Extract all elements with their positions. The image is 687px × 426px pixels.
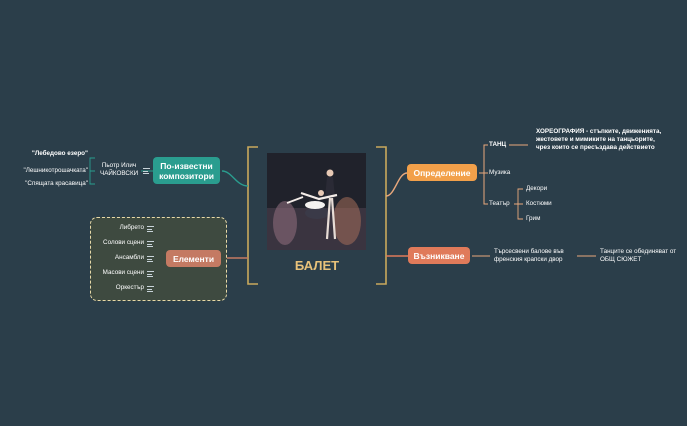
- element-item-2: Солови сцени: [103, 239, 144, 246]
- elements-node[interactable]: Елементи: [166, 250, 221, 267]
- origin-node[interactable]: Възникване: [408, 247, 470, 264]
- notes-icon: [147, 226, 154, 232]
- connector-works: [89, 157, 95, 185]
- element-item-1: Либрето: [119, 224, 144, 231]
- notes-icon: [147, 286, 154, 292]
- music-label: Музика: [489, 169, 511, 176]
- theatre-item-2: Костюми: [526, 200, 552, 207]
- element-item-3: Ансамбли: [114, 254, 144, 261]
- theatre-item-1: Декори: [526, 185, 548, 192]
- origin-step-1: Търсесвени балове във френския крапски д…: [494, 248, 564, 263]
- work-3: "Спящата красавица": [25, 180, 88, 187]
- notes-icon: [147, 271, 154, 277]
- element-item-5: Оркестър: [115, 284, 144, 291]
- work-2: "Лешникотрошачката": [23, 167, 89, 174]
- ballet-photo-illustration: [267, 153, 366, 250]
- work-1: "Лебедово езеро": [31, 150, 88, 157]
- right-bracket: [376, 146, 387, 285]
- composers-node[interactable]: По-известни композитори: [153, 157, 220, 184]
- element-item-4: Масови сцени: [102, 269, 144, 276]
- notes-icon: [147, 256, 154, 262]
- origin-step-2: Танците се обединяват от ОБЩ СЮЖЕТ: [600, 248, 677, 263]
- connector-definition-branches: [479, 144, 488, 205]
- ballet-photo: [267, 153, 366, 250]
- composer-name: Пьотр Илич ЧАЙКОВСКИ: [100, 162, 139, 177]
- dance-label: ТАНЦ: [489, 141, 507, 148]
- central-title: БАЛЕТ: [294, 258, 340, 273]
- theatre-label: Театър: [489, 200, 510, 207]
- connector-definition: [385, 172, 408, 197]
- connector-composers: [221, 170, 249, 187]
- choreography-text: ХОРЕОГРАФИЯ - стъпките, движенията, жест…: [536, 128, 662, 151]
- left-bracket: [247, 146, 258, 285]
- theatre-item-3: Грим: [526, 215, 541, 222]
- notes-icon: [143, 168, 150, 174]
- connector-theatre-items: [514, 188, 523, 220]
- definition-node[interactable]: Определение: [407, 164, 477, 181]
- notes-icon: [147, 241, 154, 247]
